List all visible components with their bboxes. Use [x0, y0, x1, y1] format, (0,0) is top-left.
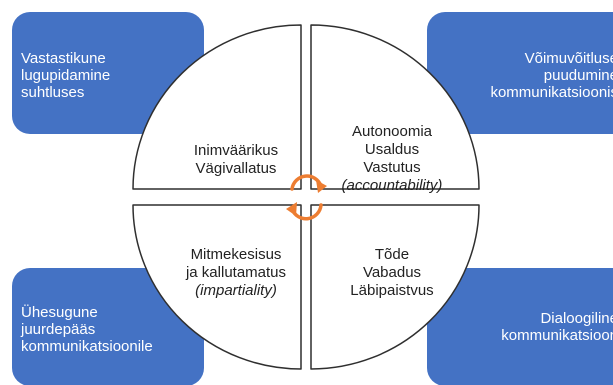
box-text-line: Vastastikune	[21, 50, 106, 67]
value-label-english: (accountability)	[341, 177, 443, 194]
value-label: Vägivallatus	[195, 160, 277, 177]
quadrant-text-top-right: Autonoomia Usaldus Vastutus (accountabil…	[322, 123, 462, 195]
value-label: Tõde	[374, 246, 410, 263]
cycle-arrows-icon	[286, 174, 327, 221]
box-text-line: kommunikatsioonile	[21, 338, 153, 355]
box-mutual-respect: Vastastikune lugupidamine suhtluses	[12, 12, 204, 134]
box-text-line: Ühesugune	[21, 304, 98, 321]
box-text-line: kommunikatsioon	[501, 327, 613, 344]
box-text-line: Võimuvõitluse	[524, 50, 613, 67]
box-text-line: suhtluses	[21, 84, 85, 101]
value-label: Vastutus	[363, 159, 421, 176]
quadrant-bottom-left	[132, 204, 302, 370]
value-label: Autonoomia	[351, 123, 433, 140]
arrowhead-upper	[316, 180, 327, 193]
box-dialogic-communication: Dialoogiline kommunikatsioon	[427, 268, 613, 385]
quadrant-top-right	[310, 24, 480, 190]
box-text-line: puudumine	[543, 67, 613, 84]
quadrant-bottom-right	[310, 204, 480, 370]
quadrant-text-bottom-left: Mitmekesisus ja kallutamatus (impartiali…	[168, 246, 304, 300]
value-label: Vabadus	[362, 264, 422, 281]
box-text-line: lugupidamine	[21, 67, 111, 84]
value-label: Läbipaistvus	[350, 282, 434, 299]
quadrant-text-bottom-right: Tõde Vabadus Läbipaistvus	[322, 246, 462, 300]
box-text-line: juurdepääs	[21, 321, 96, 338]
value-label: Inimväärikus	[193, 142, 279, 159]
box-text-line: Dialoogiline	[540, 310, 613, 327]
value-label: Mitmekesisus	[190, 246, 282, 263]
box-text-line: kommunikatsioonis	[490, 84, 613, 101]
quadrant-top-left	[132, 24, 302, 190]
value-label: ja kallutamatus	[185, 264, 287, 281]
value-label: Usaldus	[364, 141, 420, 158]
value-label-english: (impartiality)	[195, 282, 277, 299]
arrowhead-lower	[286, 202, 297, 216]
quadrant-text-top-left: Inimväärikus Vägivallatus	[168, 142, 304, 178]
